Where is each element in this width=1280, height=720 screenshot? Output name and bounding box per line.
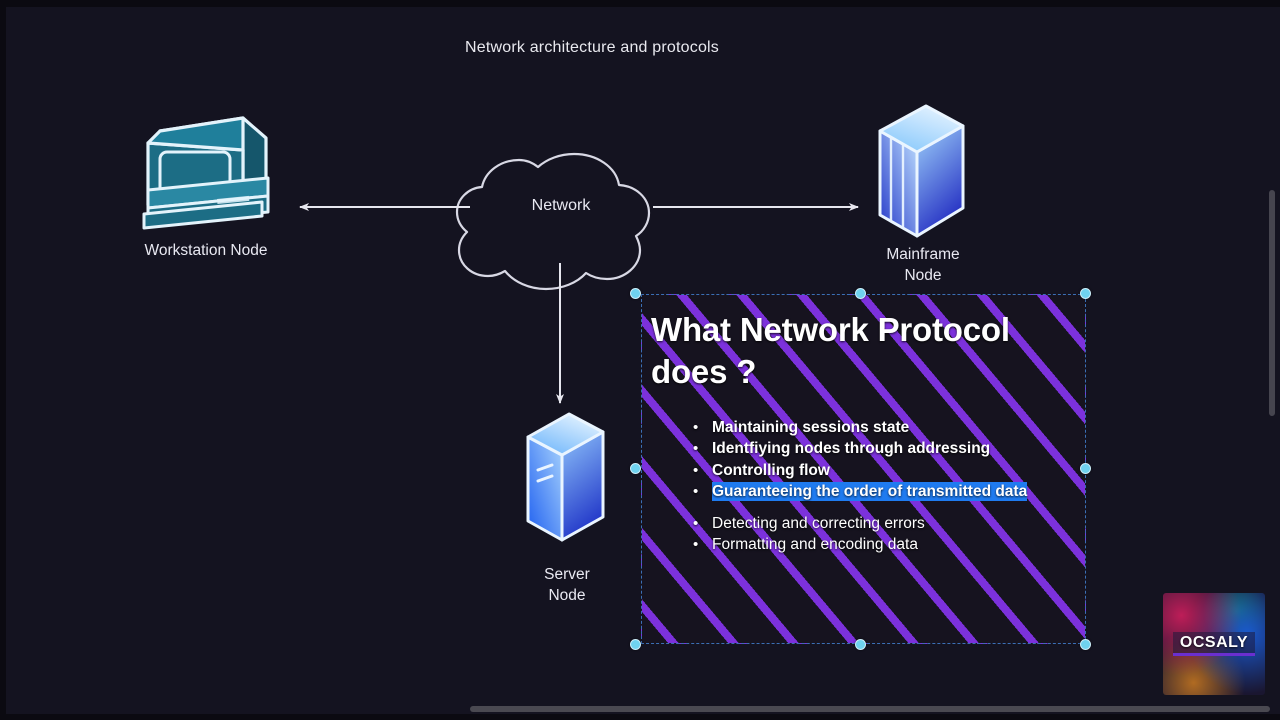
node-label-mainframe: Mainframe Node <box>886 246 960 284</box>
server-icon <box>526 412 605 542</box>
textbox-heading: What Network Protocol does ? <box>651 311 1010 390</box>
resize-handle-bottom-center[interactable] <box>855 639 866 650</box>
selected-textbox[interactable]: What Network Protocol does ? Maintaining… <box>641 294 1086 644</box>
list-item[interactable]: Identfiying nodes through addressing <box>688 438 1080 460</box>
list-item[interactable]: Formatting and encoding data <box>688 534 1080 556</box>
resize-handle-top-center[interactable] <box>855 288 866 299</box>
node-label-workstation: Workstation Node <box>144 242 268 259</box>
cloud-label: Network <box>531 197 591 214</box>
resize-handle-bottom-right[interactable] <box>1080 639 1091 650</box>
resize-handle-middle-right[interactable] <box>1080 463 1091 474</box>
list-item-label: Identfiying nodes through addressing <box>712 440 991 458</box>
resize-handle-bottom-left[interactable] <box>630 639 641 650</box>
protocol-function-list: Maintaining sessions state Identfiying n… <box>688 417 1080 556</box>
list-item-label: Maintaining sessions state <box>712 419 910 436</box>
list-item[interactable]: Detecting and correcting errors <box>688 513 1080 535</box>
resize-handle-top-left[interactable] <box>630 288 641 299</box>
window-frame-left <box>0 0 6 720</box>
page-title: Network architecture and protocols <box>464 39 720 56</box>
node-label-server: Server Node <box>544 566 590 604</box>
ocsaly-logo: OCSALY <box>1163 593 1265 695</box>
list-item-label: Controlling flow <box>712 461 830 479</box>
window-frame-top <box>0 0 1280 7</box>
network-cloud-icon <box>455 152 651 291</box>
workstation-icon <box>142 116 270 230</box>
list-item-label: Formatting and encoding data <box>712 536 918 554</box>
list-item[interactable]: Maintaining sessions state <box>688 417 1080 439</box>
resize-handle-middle-left[interactable] <box>630 463 641 474</box>
ocsaly-logo-text: OCSALY <box>1172 632 1256 656</box>
list-item-selected[interactable]: Guaranteeing the order of transmitted da… <box>688 481 1080 502</box>
vertical-scrollbar-thumb[interactable] <box>1269 190 1275 416</box>
list-item[interactable]: Controlling flow <box>688 460 1080 482</box>
mainframe-icon <box>878 104 965 238</box>
horizontal-scrollbar-thumb[interactable] <box>470 706 1270 712</box>
resize-handle-top-right[interactable] <box>1080 288 1091 299</box>
list-item-label: Guaranteeing the order of transmitted da… <box>712 481 1028 501</box>
window-frame-bottom <box>0 714 1280 720</box>
list-item-label: Detecting and correcting errors <box>712 515 925 533</box>
